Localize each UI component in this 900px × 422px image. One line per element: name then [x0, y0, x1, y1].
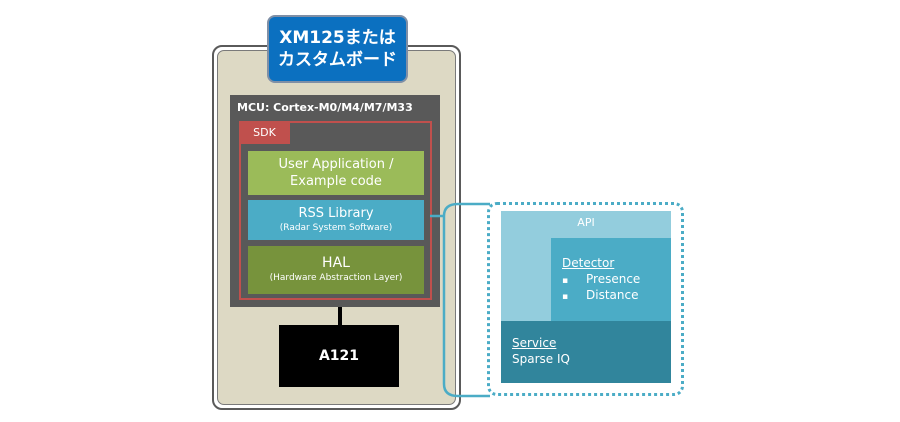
hal-subtitle: (Hardware Abstraction Layer)	[269, 273, 403, 283]
board-title-line2: カスタムボード	[278, 50, 397, 70]
rss-detail-brace	[430, 202, 490, 398]
detector-label: Detector	[562, 256, 615, 270]
user-application-layer: User Application / Example code	[248, 151, 424, 195]
hal-layer: HAL (Hardware Abstraction Layer)	[248, 246, 424, 294]
rss-library-subtitle: (Radar System Software)	[279, 222, 393, 233]
user-application-line2: Example code	[290, 174, 382, 189]
service-label: Service	[512, 336, 557, 350]
detector-item-presence: ▪ Presence	[562, 272, 662, 287]
a121-sensor: A121	[279, 325, 399, 387]
sdk-frame	[239, 121, 432, 300]
detector-item-label: Presence	[586, 272, 641, 286]
board-title-line1: XM125または	[279, 28, 396, 48]
rss-library-title: RSS Library	[298, 205, 374, 221]
service-value: Sparse IQ	[512, 352, 570, 366]
bullet-icon: ▪	[562, 292, 569, 302]
mcu-label: MCU: Cortex-M0/M4/M7/M33	[237, 101, 413, 114]
user-application-line1: User Application /	[278, 157, 394, 172]
rss-detail-frame	[487, 202, 684, 396]
detector-item-distance: ▪ Distance	[562, 288, 662, 303]
sdk-label: SDK	[239, 121, 290, 144]
service-block	[501, 321, 671, 383]
rss-library-layer: RSS Library (Radar System Software)	[248, 200, 424, 240]
api-label: API	[577, 216, 595, 229]
bullet-icon: ▪	[562, 276, 569, 286]
board-title-badge: XM125または カスタムボード	[267, 15, 408, 83]
detector-item-label: Distance	[586, 288, 639, 302]
mcu-sensor-connector	[338, 307, 342, 327]
hal-title: HAL	[322, 255, 350, 271]
